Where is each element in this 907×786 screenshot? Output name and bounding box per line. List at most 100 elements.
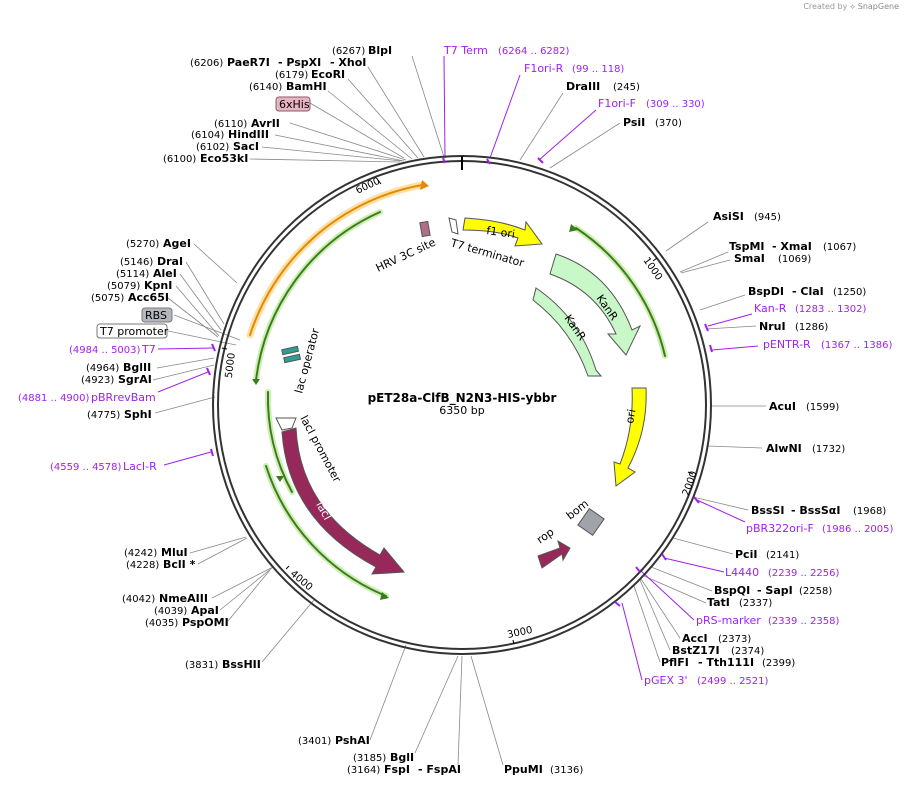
site-bsssai: - BssSαI — [791, 504, 840, 517]
pos-drai: (5146) — [120, 257, 153, 268]
site-draiii: DraIII — [566, 80, 600, 93]
leader-mlui — [189, 536, 247, 554]
site-fspi: FspI — [384, 763, 410, 776]
site-ecori: EcoRI — [311, 68, 345, 81]
pos-draiii: (245) — [613, 82, 640, 93]
pos-apai: (4039) — [154, 606, 187, 617]
pos-asisi: (945) — [754, 212, 781, 223]
primer-t7-pos: (4984 .. 5003) — [69, 345, 141, 356]
site-agei: AgeI — [163, 237, 191, 250]
tick-3000: 3000 — [506, 625, 533, 641]
arrowheads — [252, 180, 578, 600]
pos-alwni: (1732) — [812, 444, 845, 455]
pos-pcii: (2141) — [766, 550, 799, 561]
t7-promoter-box — [96, 323, 168, 339]
pos-acui: (1599) — [806, 402, 839, 413]
primer-lacir-pos: (4559 .. 4578) — [50, 462, 122, 473]
leader-alwni — [707, 445, 763, 449]
feature-kanr-inner — [532, 287, 603, 377]
site-sphi: SphI — [124, 408, 152, 421]
leader-pshai — [369, 644, 407, 741]
primers-top: T7 Term (6264 .. 6282) F1ori-R (99 .. 11… — [443, 44, 705, 110]
leader-agei — [193, 243, 238, 284]
leader-ecori — [347, 78, 419, 159]
site-bcli: BclI * — [163, 558, 196, 571]
site-sgrai: SgrAI — [118, 373, 152, 386]
site-kpni: KpnI — [144, 279, 172, 292]
feature-kanr-outer — [549, 253, 642, 356]
site-tth111i: - Tth111I — [698, 656, 754, 669]
primer-f1orir: F1ori-R — [524, 62, 564, 75]
site-nmeaiii: NmeAIII — [159, 592, 208, 605]
pos-paer7i: (6206) — [190, 58, 223, 69]
leader-fspi — [457, 655, 463, 766]
leader-nmeaiii — [211, 566, 274, 599]
feature-laci — [281, 427, 406, 575]
leader-smai — [680, 259, 731, 274]
site-hindiii: HindIII — [228, 128, 269, 141]
site-tspmi: TspMI — [729, 240, 765, 253]
primer-f1orif-pos: (309 .. 330) — [646, 99, 705, 110]
leader-acci — [640, 578, 681, 639]
feature-bom — [577, 507, 605, 537]
credit-prefix: Created by — [803, 2, 848, 11]
site-acci: AccI — [682, 632, 708, 645]
pos-sgrai: (4923) — [81, 375, 114, 386]
feature-f1-ori — [462, 217, 543, 247]
primer-pbrrev: pBRrevBam — [91, 391, 156, 404]
sites-top-right: DraIII (245) PsiI (370) AsiSI (945) TspM… — [566, 80, 893, 351]
his-tag-box — [275, 96, 311, 112]
leader-hindiii — [274, 134, 405, 162]
primer-pentrr: pENTR-R — [763, 338, 811, 351]
leader-bsssi — [692, 496, 749, 511]
leader-drai — [185, 261, 225, 325]
site-bglii: BglII — [123, 361, 151, 374]
leader-asisi — [665, 221, 709, 252]
site-bsshii: BssHII — [222, 658, 261, 671]
leader-tspmi — [679, 251, 729, 273]
primer-kanr-pos: (1283 .. 1302) — [795, 304, 867, 315]
sites-top-left: (6267) BlpI (6206) PaeR7I - PspXI - XhoI… — [163, 44, 392, 165]
tick-1000: 1000 — [641, 256, 665, 283]
leader-avrii — [289, 122, 407, 161]
site-blpi: BlpI — [368, 44, 392, 57]
leader-apai — [219, 567, 273, 611]
site-bsssi: BssSI — [751, 504, 785, 517]
sites-bottom: PpuMI (3136) (3185) BglI (3164) FspI - F… — [185, 658, 583, 776]
leader-draiii — [519, 92, 564, 161]
pos-nmeaiii: (4042) — [122, 594, 155, 605]
pos-pflfi: (2399) — [762, 658, 795, 669]
pos-psii: (370) — [655, 118, 682, 129]
feature-ori — [613, 387, 647, 487]
sites-bottom-left: (4042) NmeAIII (4039) ApaI (4035) PspOMI… — [50, 460, 229, 629]
leader-nrui — [705, 325, 757, 330]
label-rop: rop — [534, 525, 556, 546]
pos-avrii: (6110) — [214, 119, 247, 130]
primer-prs-pos: (2339 .. 2358) — [768, 616, 840, 627]
primer-t7term-pos: (6264 .. 6282) — [498, 46, 570, 57]
site-nrui: NruI — [759, 320, 786, 333]
primer-pbr322: pBR322ori-F — [746, 522, 814, 535]
primer-f1orif: F1ori-F — [598, 97, 636, 110]
site-bstz17i: BstZ17I — [672, 644, 720, 657]
site-bspqi: BspQI — [714, 584, 750, 597]
primer-pentrr-pos: (1367 .. 1386) — [821, 340, 893, 351]
label-hrv-site: HRV 3C site — [374, 236, 438, 275]
pos-kpni: (5079) — [107, 281, 140, 292]
leader-psii — [549, 122, 621, 169]
leader-bstz17i — [639, 579, 671, 651]
label-ori: ori — [623, 408, 638, 424]
label-t7-terminator: T7 terminator — [448, 236, 526, 270]
pos-agei: (5270) — [126, 239, 159, 250]
leader-alei — [179, 273, 222, 331]
pos-nrui: (1286) — [795, 322, 828, 333]
pos-ppumi: (3136) — [550, 765, 583, 776]
site-pspomi: PspOMI — [182, 616, 229, 629]
pos-pshai: (3401) — [298, 736, 331, 747]
site-bgli: BglI — [390, 751, 414, 764]
leader-bsshii — [261, 599, 315, 663]
site-pflfi: PflFI — [661, 656, 689, 669]
site-asisi: AsiSI — [713, 210, 744, 223]
pos-ecori: (6179) — [275, 70, 308, 81]
